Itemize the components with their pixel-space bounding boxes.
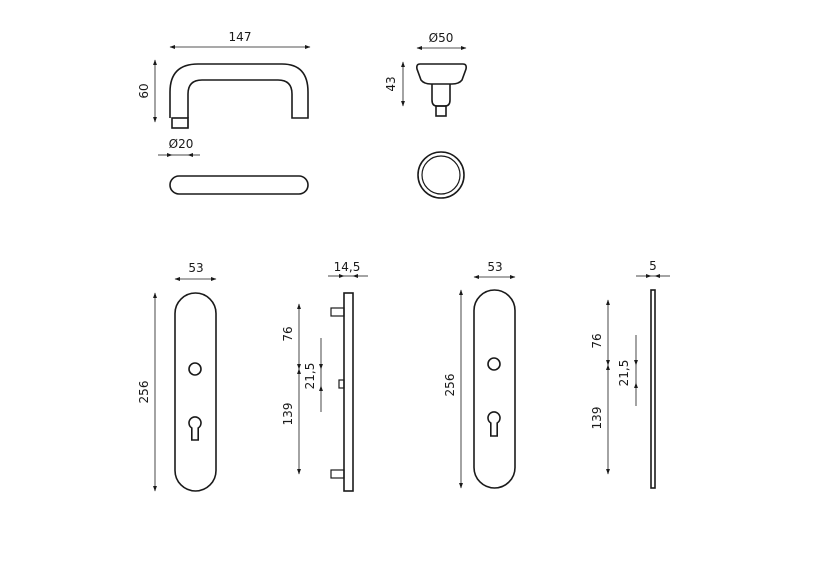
dim-plate-b-height-label: 256 bbox=[443, 374, 457, 397]
dim-plate-a-thickness-label: 14,5 bbox=[334, 260, 361, 274]
plate-b-spindle-hole bbox=[487, 357, 501, 371]
plate-a-front-view bbox=[174, 292, 217, 492]
plate-a-spindle-hole bbox=[188, 362, 202, 376]
dim-plate-a-upper-label: 76 bbox=[281, 326, 295, 341]
dim-knob-diameter-label: Ø50 bbox=[429, 31, 454, 45]
dim-plate-b-lower: 139 bbox=[590, 364, 610, 475]
dim-plate-a-thickness: 14,5 bbox=[328, 260, 368, 278]
dim-lever-diameter: Ø20 bbox=[158, 137, 200, 157]
dim-plate-a-upper: 76 bbox=[281, 303, 301, 370]
dim-lever-diameter-label: Ø20 bbox=[169, 137, 194, 151]
dim-plate-b-width: 53 bbox=[473, 260, 516, 279]
dim-lever-height: 60 bbox=[137, 59, 157, 123]
dim-plate-b-gap: 21,5 bbox=[617, 335, 638, 406]
knob-side-view bbox=[416, 63, 467, 117]
dim-plate-b-lower-label: 139 bbox=[590, 407, 604, 430]
dim-plate-b-thickness-label: 5 bbox=[649, 259, 657, 273]
dim-plate-b-upper: 76 bbox=[590, 299, 610, 366]
dim-plate-a-lower-label: 139 bbox=[281, 403, 295, 426]
dim-plate-a-height: 256 bbox=[137, 292, 157, 492]
dim-plate-a-width-label: 53 bbox=[188, 261, 203, 275]
dim-plate-a-width: 53 bbox=[174, 261, 217, 281]
plate-b-front-view bbox=[473, 289, 516, 489]
dim-plate-a-gap: 21,5 bbox=[303, 338, 323, 412]
dim-plate-b-width-label: 53 bbox=[487, 260, 502, 274]
dim-lever-width: 147 bbox=[169, 30, 311, 49]
plate-a-keyhole bbox=[188, 416, 202, 441]
dim-plate-a-gap-label: 21,5 bbox=[303, 363, 317, 390]
dim-knob-height-label: 43 bbox=[384, 76, 398, 91]
plate-b-side-view bbox=[650, 289, 656, 489]
dim-lever-width-label: 147 bbox=[229, 30, 252, 44]
dim-knob-diameter: Ø50 bbox=[416, 31, 467, 50]
dim-plate-a-lower: 139 bbox=[281, 368, 301, 475]
lever-handle-top-view bbox=[169, 175, 309, 195]
dim-plate-b-thickness: 5 bbox=[636, 259, 670, 278]
dim-plate-a-height-label: 256 bbox=[137, 381, 151, 404]
lever-handle-side-view bbox=[169, 63, 309, 129]
dim-knob-height: 43 bbox=[384, 61, 405, 107]
dim-plate-b-gap-label: 21,5 bbox=[617, 360, 631, 387]
dim-plate-b-upper-label: 76 bbox=[590, 333, 604, 348]
plate-b-keyhole bbox=[487, 411, 501, 437]
knob-top-view bbox=[417, 151, 465, 199]
plate-a-side-view bbox=[330, 292, 354, 492]
dim-plate-b-height: 256 bbox=[443, 289, 463, 489]
dim-lever-height-label: 60 bbox=[137, 83, 151, 98]
